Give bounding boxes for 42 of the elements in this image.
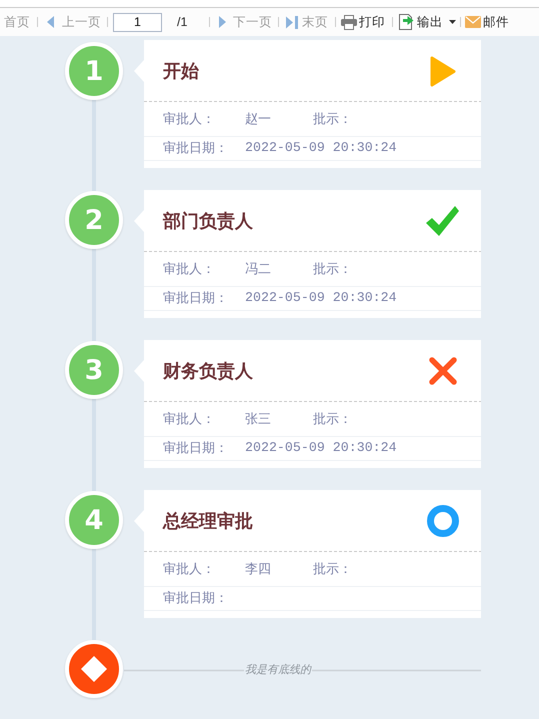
field-label: 批示： [313, 110, 352, 128]
field-label: 批示： [313, 260, 352, 278]
field-label: 审批人： [163, 560, 215, 578]
step-number-circle: 2 [65, 191, 123, 249]
field-label: 审批人： [163, 110, 215, 128]
approval-date: 2022-05-09 20:30:24 [245, 139, 397, 157]
field-label: 批示： [313, 560, 352, 578]
step-title: 部门负责人 [163, 210, 253, 233]
end-circle [65, 640, 123, 698]
approver-name: 赵一 [245, 110, 271, 128]
email-label: 邮件 [483, 14, 509, 31]
print-label: 打印 [359, 14, 385, 31]
last-page-label: 末页 [302, 14, 328, 31]
step-title: 开始 [163, 60, 199, 83]
page-number-field: 1 [113, 13, 162, 32]
previous-page-label: 上一页 [62, 14, 101, 31]
step-number-circle: 4 [65, 491, 123, 549]
field-label: 审批人： [163, 260, 215, 278]
step-title: 总经理审批 [163, 510, 253, 533]
end-note: 我是有底线的 [244, 662, 312, 678]
step-card [134, 490, 481, 618]
approver-name: 张三 [245, 410, 271, 428]
approver-name: 李四 [245, 560, 271, 578]
field-label: 审批日期： [163, 439, 228, 457]
step-card [134, 40, 481, 168]
field-label: 批示： [313, 410, 352, 428]
step-card [134, 190, 481, 318]
first-page-label: 首页 [4, 14, 30, 31]
step-card [134, 340, 481, 468]
field-label: 审批日期： [163, 589, 228, 607]
step-number-circle: 3 [65, 341, 123, 399]
step-title: 财务负责人 [163, 360, 253, 383]
next-page-label: 下一页 [233, 14, 272, 31]
export-label: 输出 [417, 14, 443, 31]
approver-name: 冯二 [245, 260, 271, 278]
page-count: /1 [177, 14, 188, 31]
step-number-circle: 1 [65, 42, 123, 100]
approval-date: 2022-05-09 20:30:24 [245, 289, 397, 307]
approval-date: 2022-05-09 20:30:24 [245, 439, 397, 457]
field-label: 审批日期： [163, 289, 228, 307]
field-label: 审批日期： [163, 139, 228, 157]
field-label: 审批人： [163, 410, 215, 428]
